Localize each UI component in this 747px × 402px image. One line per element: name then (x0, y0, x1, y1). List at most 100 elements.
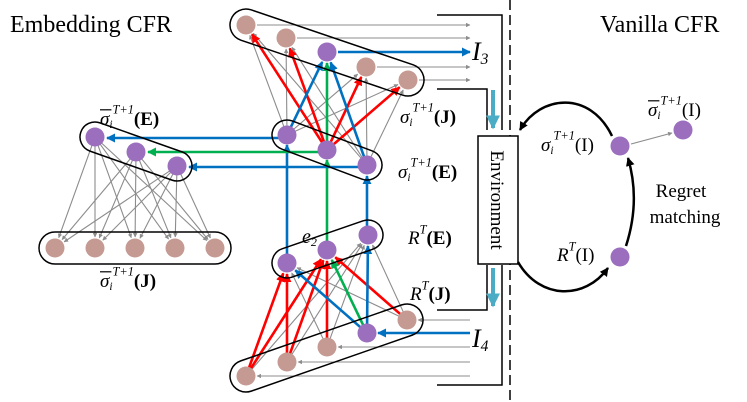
label-sub: 3 (480, 51, 489, 68)
bracket-line (437, 14, 503, 130)
low-e-node (358, 225, 378, 245)
gray-arrow (141, 158, 209, 240)
label-sup: T (569, 240, 577, 254)
gray-arrow (372, 244, 404, 313)
label-arg: (J) (134, 271, 156, 292)
bottom-j-node (277, 352, 297, 372)
label-base: R (556, 245, 569, 266)
red-arrow (247, 272, 285, 368)
title-embedding-cfr: Embedding CFR (10, 12, 172, 38)
label-sup: T (422, 279, 430, 293)
label-avg-sigma-i: σiT+1(I) (648, 94, 701, 122)
label-base: σ (541, 135, 551, 156)
top-j-node (236, 15, 256, 35)
gray-arrow (97, 145, 132, 239)
avg-j-node (85, 238, 105, 258)
gray-arrow (63, 170, 170, 243)
label-regret-i: RT(I) (556, 240, 594, 266)
blue-arrow (289, 61, 324, 128)
label-base: I (471, 37, 482, 66)
gray-arrow (180, 173, 211, 239)
strategy-to-environment-arrow (518, 101, 614, 137)
label-sub: i (550, 145, 553, 157)
label-sub: i (409, 117, 412, 129)
label-arg: (J) (434, 107, 456, 128)
bracket-line (437, 265, 488, 311)
label-avg-sigma-j: σiT+1(J) (100, 265, 156, 293)
top-j-node (317, 42, 337, 62)
label-arg: (E) (426, 228, 451, 249)
label-sup: T+1 (113, 103, 134, 117)
sigma-i-node (610, 136, 630, 156)
environment-to-regret-arrow (516, 261, 610, 293)
gray-arrow (249, 34, 285, 127)
label-sub: i (657, 110, 660, 122)
label-sub: i (109, 281, 112, 293)
avg-e-node (167, 156, 187, 176)
label-sup: T (420, 223, 428, 237)
bottom-j-node (357, 323, 377, 343)
label-sigma-j: σiT+1(J) (400, 101, 456, 129)
label-sub: i (109, 119, 112, 131)
environment-label: Environment (486, 150, 507, 250)
label-sup: T+1 (413, 101, 434, 115)
label-arg: (E) (134, 109, 159, 130)
top-j-node (276, 28, 296, 48)
mid-e-node (357, 155, 377, 175)
left-e-layer (79, 121, 193, 182)
label-sup: T+1 (661, 94, 682, 108)
blue-arrow (363, 245, 373, 325)
label-regret-j: RT(J) (409, 279, 451, 305)
gray-arrow (98, 160, 133, 239)
label-sub: 2 (311, 235, 317, 249)
avg-j-node (45, 238, 65, 258)
gray-arrow (101, 142, 208, 241)
label-sub: i (407, 172, 410, 184)
gray-arrow (173, 174, 178, 238)
label-sup: T+1 (554, 129, 575, 143)
red-arrow (250, 33, 324, 144)
left-j-layer (38, 231, 232, 265)
label-arg: (I) (575, 135, 594, 156)
label-base: σ (100, 271, 110, 292)
label-base: R (409, 284, 422, 305)
regret-matching-label: Regret (656, 181, 707, 202)
mid-e-node (317, 140, 337, 160)
environment-box (477, 135, 519, 265)
label-base: σ (648, 100, 658, 121)
red-arrow (288, 259, 325, 354)
top-j-layer (229, 8, 425, 97)
low-e-layer (271, 219, 384, 279)
avg-j-node (205, 238, 225, 258)
gray-arrow (630, 131, 673, 145)
blue-arrow (294, 269, 362, 329)
label-i3: I3 (471, 37, 489, 68)
top-j-node (398, 70, 418, 90)
bottom-j-node (236, 366, 256, 386)
blue-arrow (329, 61, 366, 157)
label-base: σ (100, 109, 110, 130)
label-arg: (I) (575, 245, 594, 266)
label-sup: T+1 (113, 265, 134, 279)
regret-matching-arrow (624, 157, 635, 247)
low-e-node (277, 253, 297, 273)
gray-arrow (61, 158, 131, 240)
green-arrow (330, 259, 365, 326)
mid-e-layer (271, 119, 383, 181)
gray-arrow (102, 171, 172, 241)
label-base: σ (400, 107, 410, 128)
red-arrow (332, 86, 401, 146)
label-arg: (J) (428, 284, 450, 305)
avg-sigma-i-node (673, 120, 693, 140)
label-avg-sigma-e: σiT+1(E) (100, 103, 159, 131)
bottom-j-layer (229, 303, 424, 393)
label-arg: (E) (432, 162, 457, 183)
label-sup: T+1 (411, 156, 432, 170)
avg-e-node (126, 142, 146, 162)
mid-e-node (277, 125, 297, 145)
bottom-j-node (397, 310, 417, 330)
regret-matching-label: matching (650, 207, 721, 228)
label-base: e (302, 226, 311, 248)
